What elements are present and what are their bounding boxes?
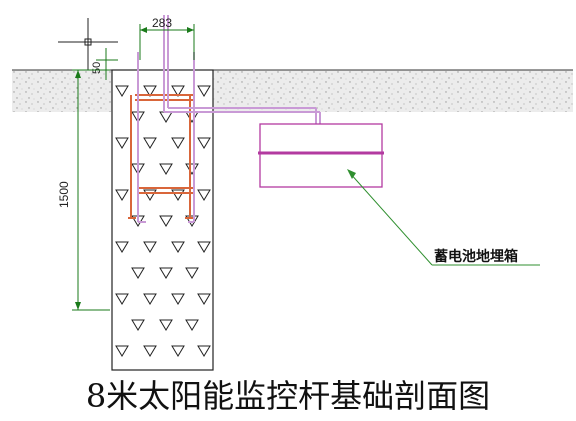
- battery-underground-box: [259, 123, 383, 188]
- aggregate-mark: [171, 189, 185, 201]
- depth-dimension: [72, 69, 110, 311]
- aggregate-mark: [159, 163, 173, 175]
- depth-dimension-label: 1500: [57, 181, 71, 208]
- ground-left: [12, 70, 112, 112]
- aggregate-mark: [197, 241, 211, 253]
- depth-dimension-arrow-bottom: [75, 302, 81, 310]
- aggregate-mark: [171, 85, 185, 97]
- aggregate-mark: [131, 267, 145, 279]
- width-dimension-arrow-right: [187, 27, 194, 33]
- aggregate-mark: [197, 137, 211, 149]
- aggregate-mark: [143, 189, 157, 201]
- rebar-cage: [128, 94, 195, 219]
- aggregate-mark: [115, 345, 129, 357]
- aggregate-mark: [185, 267, 199, 279]
- aggregate-mark: [143, 241, 157, 253]
- aggregate-mark: [197, 189, 211, 201]
- aggregate-mark: [143, 293, 157, 305]
- aggregate-mark: [171, 241, 185, 253]
- aggregate-mark: [115, 137, 129, 149]
- aggregate-mark: [115, 85, 129, 97]
- callout-label: 蓄电池地埋箱: [434, 248, 518, 265]
- offset-dimension-label: 50: [91, 62, 103, 74]
- aggregate-mark: [159, 319, 173, 331]
- depth-dimension-arrow-top: [75, 70, 81, 78]
- anchor-bolts: [137, 52, 195, 223]
- width-dimension-label: 283: [152, 16, 172, 30]
- diagram-caption: 8米太阳能监控杆基础剖面图: [85, 377, 491, 415]
- callout-leader-line: [348, 171, 433, 266]
- ground-right: [213, 70, 573, 112]
- aggregate-mark: [115, 293, 129, 305]
- aggregate-mark: [197, 345, 211, 357]
- aggregate-mark: [197, 85, 211, 97]
- aggregate-mark: [159, 215, 173, 227]
- aggregate-mark: [197, 293, 211, 305]
- crosshair-marker: [58, 18, 118, 70]
- aggregate-mark: [159, 267, 173, 279]
- aggregate-mark: [143, 137, 157, 149]
- aggregate-mark: [115, 189, 129, 201]
- aggregate-mark: [143, 345, 157, 357]
- width-dimension-arrow-left: [140, 27, 147, 33]
- aggregate-mark: [171, 137, 185, 149]
- aggregate-mark: [171, 345, 185, 357]
- aggregate-mark: [131, 319, 145, 331]
- aggregate-mark: [185, 319, 199, 331]
- aggregate-mark: [143, 85, 157, 97]
- callout-leader-arrow: [347, 169, 356, 179]
- concrete-aggregate-marks: [115, 85, 211, 357]
- aggregate-mark: [115, 241, 129, 253]
- aggregate-mark: [171, 293, 185, 305]
- offset-dimension: [96, 48, 118, 80]
